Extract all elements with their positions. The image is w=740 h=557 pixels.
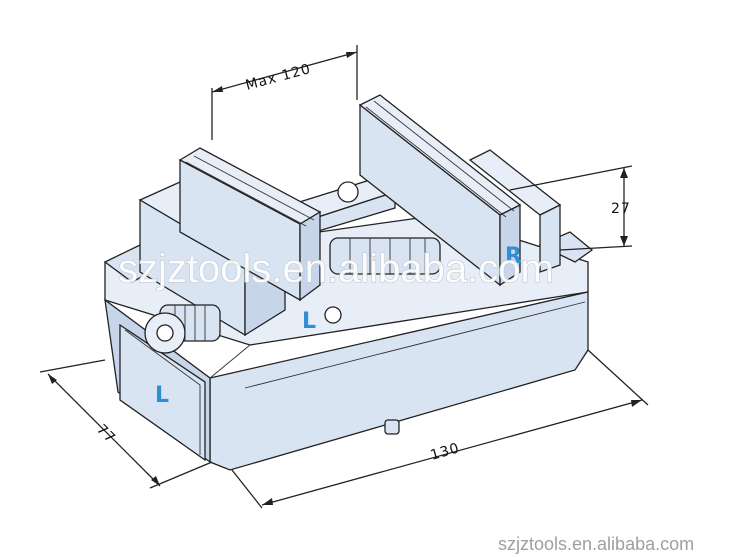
dimension-130: 130 (231, 349, 649, 509)
watermark-bottom: szjztools.en.alibaba.com (498, 534, 694, 554)
left-body-label: L (155, 383, 169, 408)
watermark-center: szjztools.en.alibaba.com (118, 247, 554, 291)
right-jaw (358, 94, 562, 287)
left-jaw-label: L (302, 309, 316, 334)
dimension-130-label: 130 (429, 440, 462, 464)
dimension-max120: Max 120 (211, 45, 358, 140)
dimension-27: 27 (509, 165, 633, 251)
dimension-77-label: 77 (93, 422, 118, 447)
dimension-27-label: 27 (611, 201, 631, 217)
spindle-left (144, 304, 221, 354)
left-jaw (178, 147, 322, 302)
dimension-max120-label: Max 120 (244, 61, 313, 94)
center-screw (288, 179, 441, 324)
right-jaw-label: R (505, 244, 522, 269)
